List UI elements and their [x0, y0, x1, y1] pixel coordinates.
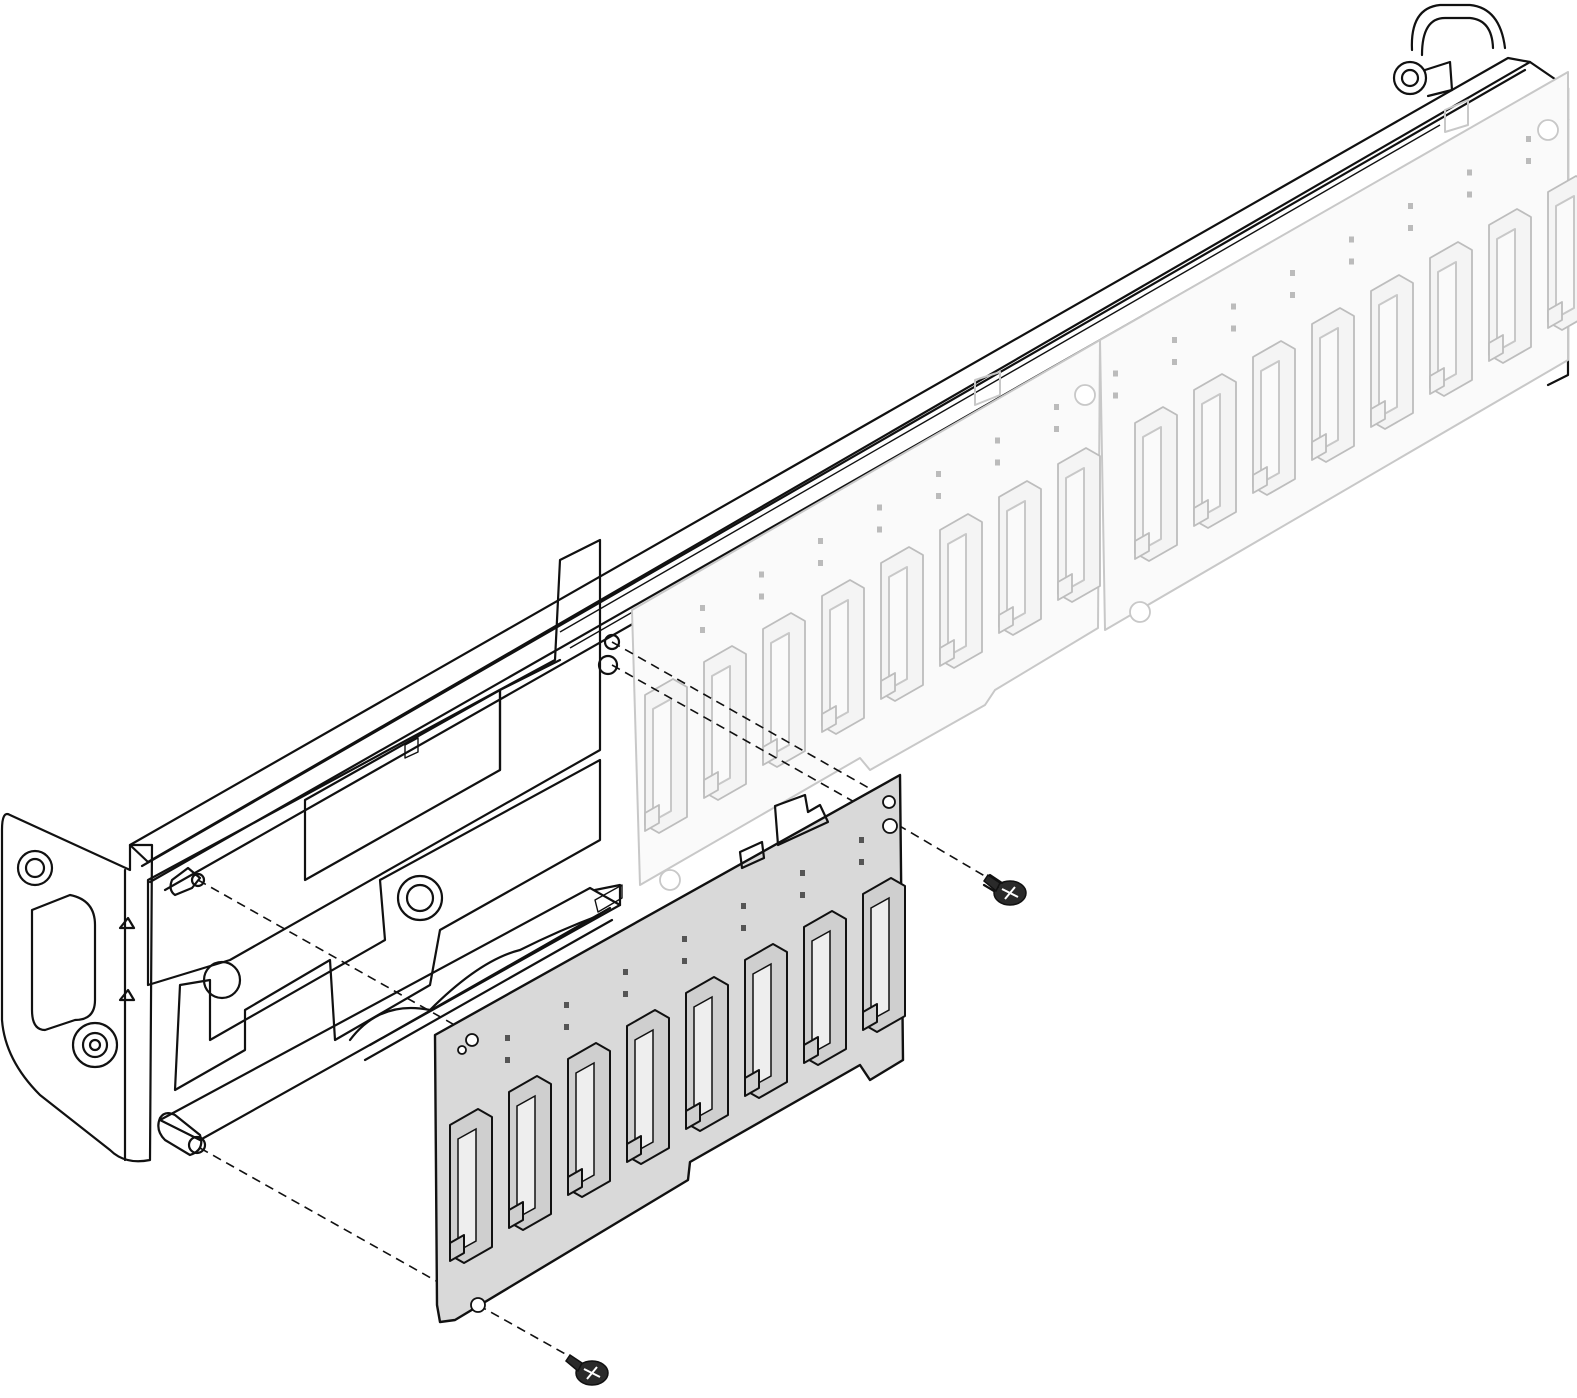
- ghost-drive-connector: [1134, 406, 1178, 562]
- ghost-component-dot: [1408, 225, 1413, 231]
- ghost-component-dot: [936, 493, 941, 499]
- alignment-guide-lines: [197, 641, 1001, 1366]
- drive-connector: [685, 976, 729, 1132]
- ghost-drive-connector: [703, 645, 747, 801]
- ghost-component-dot: [1408, 203, 1413, 209]
- ghost-component-dot: [818, 560, 823, 566]
- ghost-component-dot: [1054, 426, 1059, 432]
- ghost-component-dot: [936, 471, 941, 477]
- ghost-component-dot: [877, 504, 882, 511]
- ghost-component-dot: [1231, 325, 1236, 332]
- ghost-component-dot: [759, 571, 764, 578]
- ghost-drive-connector: [939, 513, 983, 669]
- ghost-component-dot: [818, 538, 823, 544]
- drive-connector: [862, 877, 906, 1033]
- ghost-component-dots: [700, 136, 1531, 633]
- component-dot: [682, 958, 687, 964]
- ghost-drive-connector: [1547, 175, 1577, 331]
- ghost-drive-connector: [762, 612, 806, 768]
- component-dot: [564, 1024, 569, 1030]
- ghost-component-dot: [1467, 169, 1472, 176]
- component-dot: [505, 1057, 510, 1063]
- backplane-installed-ghost: [631, 71, 1577, 891]
- ghost-component-dot: [995, 459, 1000, 466]
- ghost-drive-connector: [644, 678, 688, 834]
- component-dot: [682, 936, 687, 942]
- drive-connector: [508, 1075, 552, 1231]
- ghost-component-dot: [700, 627, 705, 633]
- backplane-being-removed: [433, 773, 906, 1324]
- screw-bottom: [565, 1353, 609, 1386]
- screw-top: [982, 873, 1027, 906]
- component-dot: [741, 903, 746, 909]
- backplane-component-dots: [505, 837, 864, 1063]
- ghost-component-dot: [759, 593, 764, 600]
- ghost-component-dot: [700, 605, 705, 611]
- ghost-component-dot: [1113, 392, 1118, 399]
- drive-connector: [626, 1009, 670, 1165]
- ghost-drive-connector: [998, 480, 1042, 636]
- ghost-component-dot: [1349, 236, 1354, 243]
- ghost-drive-connector: [1370, 274, 1414, 430]
- ghost-component-dot: [1172, 359, 1177, 365]
- component-dot: [505, 1035, 510, 1041]
- component-dot: [859, 837, 864, 843]
- ghost-drive-connector: [821, 579, 865, 735]
- ghost-drive-connector: [1429, 241, 1473, 397]
- drive-connector: [449, 1108, 493, 1264]
- ghost-component-dot: [1231, 303, 1236, 310]
- ghost-drive-connector: [880, 546, 924, 702]
- ghost-component-dot: [1172, 337, 1177, 343]
- drive-connector: [803, 910, 847, 1066]
- ghost-component-dot: [1526, 136, 1531, 142]
- component-dot: [623, 991, 628, 997]
- ghost-drive-connector: [1252, 340, 1296, 496]
- ghost-component-dot: [1054, 404, 1059, 410]
- backplane-drive-connectors: [449, 877, 906, 1264]
- ghost-drive-connector: [1057, 447, 1101, 603]
- ghost-drive-connector: [1193, 373, 1237, 529]
- component-dot: [623, 969, 628, 975]
- component-dot: [859, 859, 864, 865]
- ghost-component-dot: [877, 526, 882, 533]
- ghost-component-dot: [1290, 292, 1295, 298]
- ghost-component-dot: [1290, 270, 1295, 276]
- component-dot: [741, 925, 746, 931]
- drive-connector: [567, 1042, 611, 1198]
- component-dot: [564, 1002, 569, 1008]
- drive-connector: [744, 943, 788, 1099]
- ghost-component-dot: [1113, 370, 1118, 377]
- ghost-drive-connector: [1488, 208, 1532, 364]
- component-dot: [800, 892, 805, 898]
- ghost-component-dot: [1526, 158, 1531, 164]
- component-dot: [800, 870, 805, 876]
- ghost-connectors: [644, 175, 1577, 834]
- ghost-drive-connector: [1311, 307, 1355, 463]
- ghost-component-dot: [995, 437, 1000, 444]
- ghost-component-dot: [1467, 191, 1472, 198]
- ghost-component-dot: [1349, 258, 1354, 265]
